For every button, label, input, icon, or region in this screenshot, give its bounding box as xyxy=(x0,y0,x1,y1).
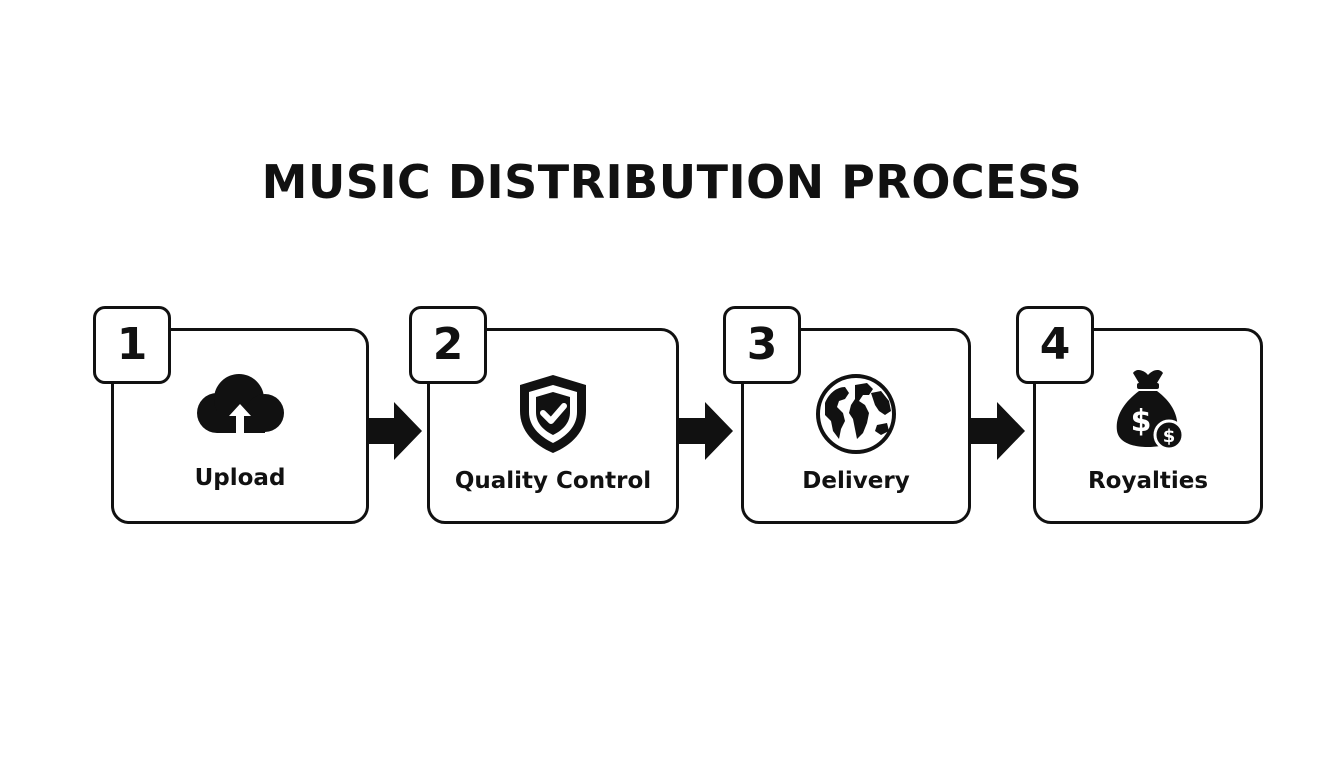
cloud-upload-icon xyxy=(114,373,366,437)
step-label: Upload xyxy=(194,465,286,491)
globe-icon xyxy=(744,373,968,455)
diagram-title: MUSIC DISTRIBUTION PROCESS xyxy=(261,155,1083,209)
step-label: Delivery xyxy=(802,468,910,494)
arrow-right-icon xyxy=(677,402,733,460)
svg-text:$: $ xyxy=(1163,426,1176,447)
money-bag-icon: $ $ xyxy=(1036,365,1260,455)
arrow-right-icon xyxy=(366,402,422,460)
step-number-badge: 3 xyxy=(723,306,801,384)
arrow-right-icon xyxy=(969,402,1025,460)
svg-text:$: $ xyxy=(1131,404,1152,439)
step-card-upload: Upload xyxy=(111,328,369,524)
shield-check-icon xyxy=(430,373,676,455)
step-number-badge: 1 xyxy=(93,306,171,384)
step-label: Quality Control xyxy=(454,468,652,494)
step-number-badge: 4 xyxy=(1016,306,1094,384)
step-label: Royalties xyxy=(1087,468,1209,494)
step-number-badge: 2 xyxy=(409,306,487,384)
step-card-quality-control: Quality Control xyxy=(427,328,679,524)
